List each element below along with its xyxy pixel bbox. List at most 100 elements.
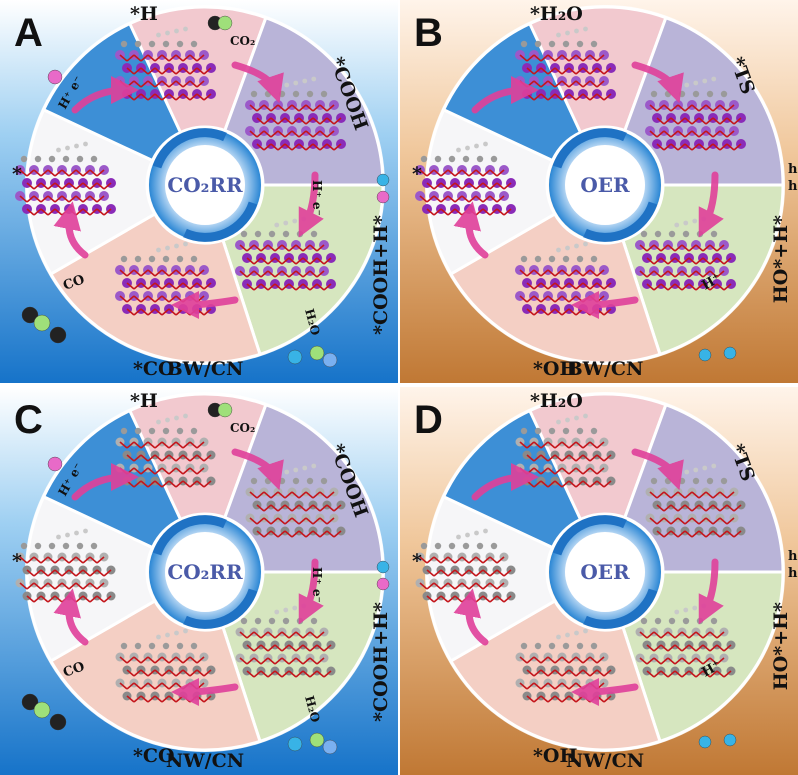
bond [168,269,177,277]
atom [34,542,42,550]
bond [454,556,463,564]
bond [182,93,191,101]
atom [710,617,718,625]
bond [726,530,735,538]
bond [267,657,276,665]
crystal-slab [15,141,116,216]
step-arrow [298,171,324,238]
bond [147,93,156,101]
atom [548,40,556,48]
bond [89,195,98,203]
bond [274,270,283,278]
bond [670,491,679,499]
bond [489,595,498,603]
bond [274,670,283,678]
bond [284,530,293,538]
atom [674,609,680,615]
bond [649,130,658,138]
bond [660,670,669,678]
atom [190,427,198,435]
bond [684,130,693,138]
bond [554,295,563,303]
atom [556,419,561,425]
bond [440,582,449,590]
bond [547,480,556,488]
bond [691,517,700,525]
bond [698,530,707,538]
bond [660,283,669,291]
atom [583,628,588,634]
bond [182,80,191,88]
bond [575,67,584,75]
bond [175,467,184,475]
bond [589,67,598,75]
bond [709,644,718,652]
bond [182,669,191,677]
bond [270,504,279,512]
bond [196,67,205,75]
bond [716,631,725,639]
bond [705,491,714,499]
bond [119,295,128,303]
bond [40,556,49,564]
atom [278,477,286,485]
bond [533,441,542,449]
bond [96,208,105,216]
bond [454,195,463,203]
bond [540,282,549,290]
bond [260,270,269,278]
bond [54,195,63,203]
sector-right-bottom [621,570,785,744]
atom [483,141,488,147]
bond [249,104,258,112]
bond [68,556,77,564]
bond [277,491,286,499]
bond [561,80,570,88]
bond [284,517,293,525]
bond [447,569,456,577]
bond [677,117,686,125]
atom [250,90,258,98]
bond [61,556,70,564]
bond [526,682,535,690]
atom [134,255,142,263]
bond [33,208,42,216]
atom [692,605,698,611]
bond [154,669,163,677]
center-label: OER [580,560,630,584]
bond [526,67,535,75]
bond [316,670,325,678]
bond [670,104,679,112]
bond [575,480,584,488]
atom [240,230,248,238]
bond [274,657,283,665]
bond [547,441,556,449]
bond [568,480,577,488]
atom [176,427,184,435]
bond [312,530,321,538]
bond [96,595,105,603]
bond [547,467,556,475]
bond [656,130,665,138]
bond [554,467,563,475]
bond [147,54,156,62]
bond [582,80,591,88]
bond [312,104,321,112]
bond [89,556,98,564]
atom [282,230,290,238]
step-arrow [171,677,239,706]
atom [420,155,428,163]
step-arrow [231,448,284,491]
bond [26,182,35,190]
molecule-atom [287,349,303,365]
bond [61,569,70,577]
atom [90,542,98,550]
bond [319,117,328,125]
bond [140,80,149,88]
cycle-arrow [552,128,627,169]
bond [323,670,332,678]
bond [533,656,542,664]
bond [482,208,491,216]
molecule-label-water: H₂O [302,307,323,337]
atom [565,30,570,36]
